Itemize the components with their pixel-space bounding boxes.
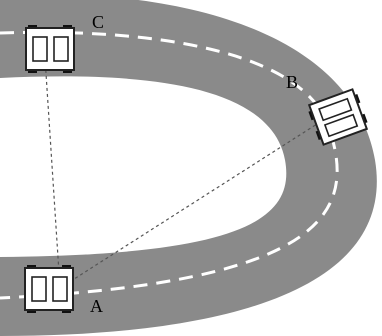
car-c-window: [32, 36, 48, 62]
car-a: [24, 265, 74, 313]
car-b-window: [318, 97, 353, 122]
car-b-body: [307, 88, 369, 146]
car-b-window: [323, 113, 359, 138]
sight-line-a-c: [44, 57, 61, 289]
car-a-window: [31, 276, 47, 302]
lane-marking: [0, 30, 339, 300]
car-c-window: [53, 36, 69, 62]
car-label-a: A: [90, 296, 103, 316]
car-label-c: C: [92, 12, 104, 32]
car-b: [307, 88, 369, 146]
car-label-b: B: [286, 72, 298, 92]
car-a-window: [52, 276, 68, 302]
car-c: [25, 25, 75, 73]
sight-line-a-b: [59, 116, 329, 289]
